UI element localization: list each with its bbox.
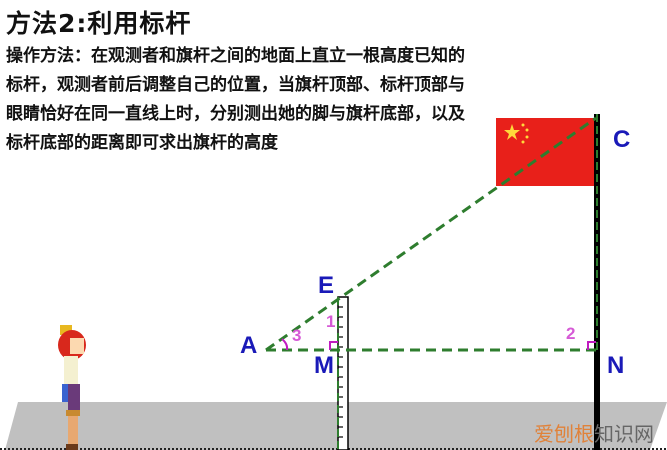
method-description: 操作方法：在观测者和旗杆之间的地面上直立一根高度已知的 标杆，观测者前后调整自己… xyxy=(6,42,656,158)
point-M-label: M xyxy=(314,352,334,379)
line-of-sight xyxy=(265,116,597,352)
description-line: 标杆底部的距离即可求出旗杆的高度 xyxy=(6,133,278,153)
point-N-label: N xyxy=(607,352,625,379)
description-line: 操作方法：在观测者和旗杆之间的地面上直立一根高度已知的 xyxy=(6,46,465,66)
angle-3-label: 3 xyxy=(292,326,302,345)
angle-1-label: 1 xyxy=(326,312,336,331)
page-title: 方法2:利用标杆 xyxy=(6,9,192,38)
ground xyxy=(5,402,667,450)
star-icon xyxy=(504,124,520,140)
point-A-label: A xyxy=(240,332,258,359)
observer-girl xyxy=(58,325,86,450)
point-E-label: E xyxy=(318,272,335,299)
description-line: 眼睛恰好在同一直线上时，分别测出她的脚与旗杆底部，以及 xyxy=(6,104,465,124)
watermark: 爱刨根知识网 xyxy=(534,422,654,446)
angle-2-label: 2 xyxy=(566,324,576,343)
description-line: 标杆，观测者前后调整自己的位置，当旗杆顶部、标杆顶部与 xyxy=(6,75,465,95)
point-C-label: C xyxy=(613,126,631,153)
